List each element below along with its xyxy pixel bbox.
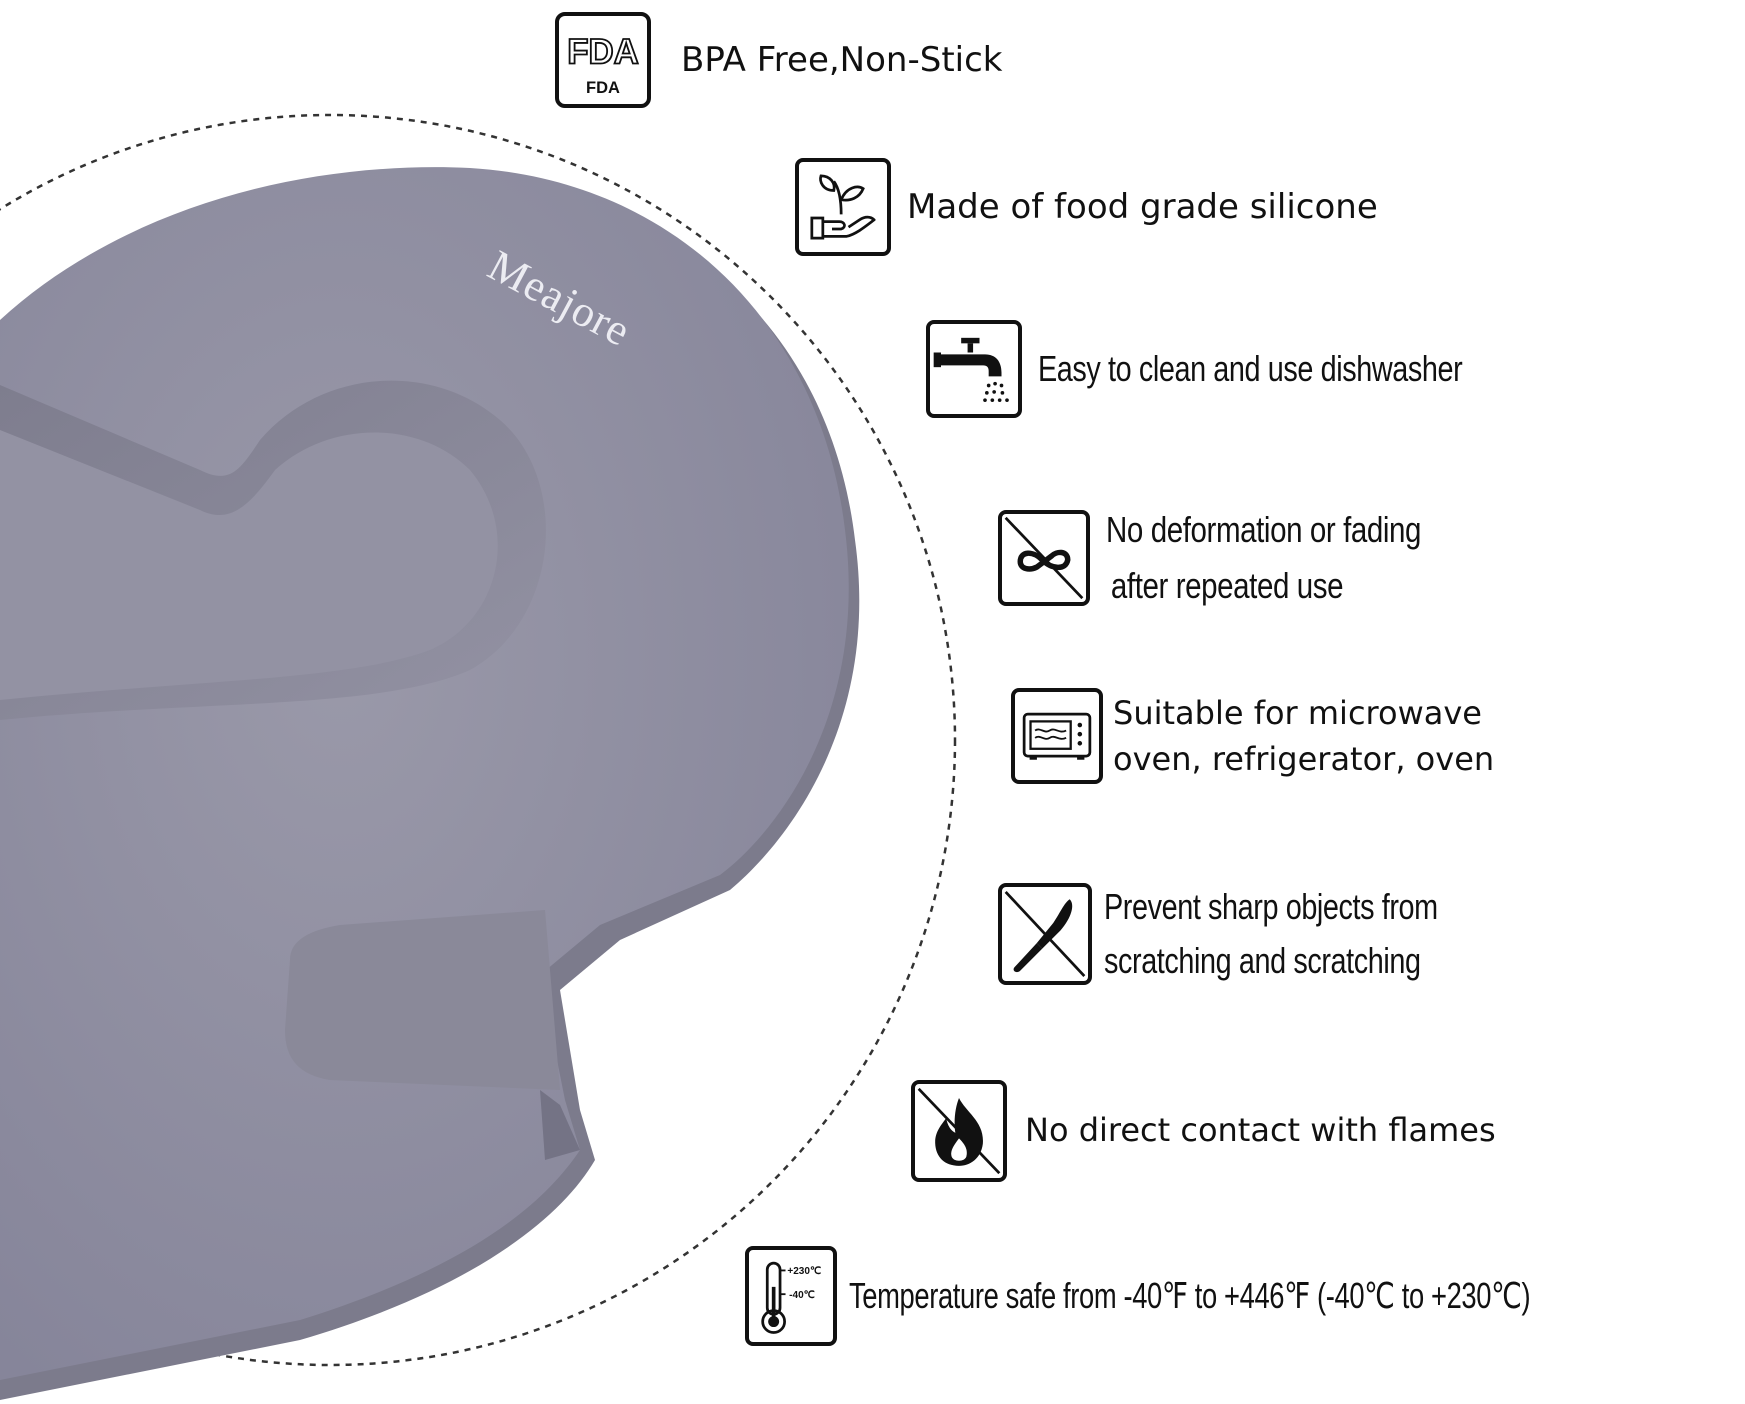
- feature-line: oven, refrigerator, oven: [1113, 740, 1495, 778]
- thermometer-icon: +230℃ -40℃: [745, 1246, 837, 1346]
- feature-dishwasher: Easy to clean and use dishwasher: [926, 320, 1568, 418]
- feature-microwave: Suitable for microwave oven, refrigerato…: [1011, 688, 1494, 784]
- hand-plant-icon: [795, 158, 891, 256]
- feature-text: Made of food grade silicone: [907, 185, 1378, 229]
- feature-line: No deformation or fading: [1106, 509, 1422, 550]
- fda-icon-label-top: FDA: [567, 33, 639, 72]
- feature-line: Prevent sharp objects from: [1104, 886, 1438, 927]
- feature-text: Easy to clean and use dishwasher: [1038, 346, 1463, 393]
- feature-food-grade: Made of food grade silicone: [795, 158, 1378, 256]
- no-knife-icon: [998, 883, 1092, 985]
- feature-text: No direct contact with flames: [1025, 1110, 1496, 1152]
- dashed-circle: [0, 113, 957, 1367]
- feature-line: scratching and scratching: [1104, 940, 1421, 981]
- feature-line: BPA Free,Non-Stick: [681, 39, 1003, 80]
- feature-text: Prevent sharp objects from scratching an…: [1104, 880, 1438, 988]
- no-flame-icon: [911, 1080, 1007, 1182]
- thermometer-label-top: +230℃: [787, 1266, 821, 1277]
- mold-body: [0, 167, 849, 1380]
- microwave-icon: [1011, 688, 1103, 784]
- mold-cavity-bottom-wall: [540, 1090, 580, 1160]
- feature-text: No deformation or fading after repeated …: [1106, 502, 1421, 614]
- feature-no-sharp-objects: Prevent sharp objects from scratching an…: [998, 880, 1521, 988]
- feature-fda: FDA FDA BPA Free,Non-Stick: [555, 12, 1002, 108]
- feature-line: Temperature safe from -40℉ to +446℉ (-40…: [849, 1274, 1531, 1316]
- feature-text: Temperature safe from -40℉ to +446℉ (-40…: [849, 1273, 1531, 1320]
- mold-cavity-top-floor: [0, 430, 498, 700]
- feature-line: Suitable for microwave: [1113, 693, 1482, 732]
- no-deformation-icon: [998, 509, 1090, 606]
- product-illustration: Meajore: [0, 113, 957, 1400]
- feature-text: BPA Free,Non-Stick: [681, 38, 1002, 82]
- thermometer-label-bottom: -40℃: [789, 1290, 815, 1301]
- feature-temperature: +230℃ -40℃ Temperature safe from -40℉ to…: [745, 1246, 1745, 1346]
- faucet-icon: [926, 320, 1022, 418]
- feature-no-flame: No direct contact with flames: [911, 1080, 1496, 1182]
- fda-icon: FDA FDA: [555, 12, 651, 108]
- feature-text: Suitable for microwave oven, refrigerato…: [1113, 690, 1494, 783]
- mold-cavity-bottom: [285, 910, 560, 1090]
- fda-icon-label-bottom: FDA: [586, 79, 620, 97]
- feature-line: after repeated use: [1110, 564, 1344, 606]
- feature-line: Easy to clean and use dishwasher: [1038, 347, 1463, 389]
- feature-line: No direct contact with flames: [1025, 1111, 1496, 1150]
- feature-no-deformation: No deformation or fading after repeated …: [998, 502, 1490, 614]
- feature-line: Made of food grade silicone: [907, 186, 1378, 227]
